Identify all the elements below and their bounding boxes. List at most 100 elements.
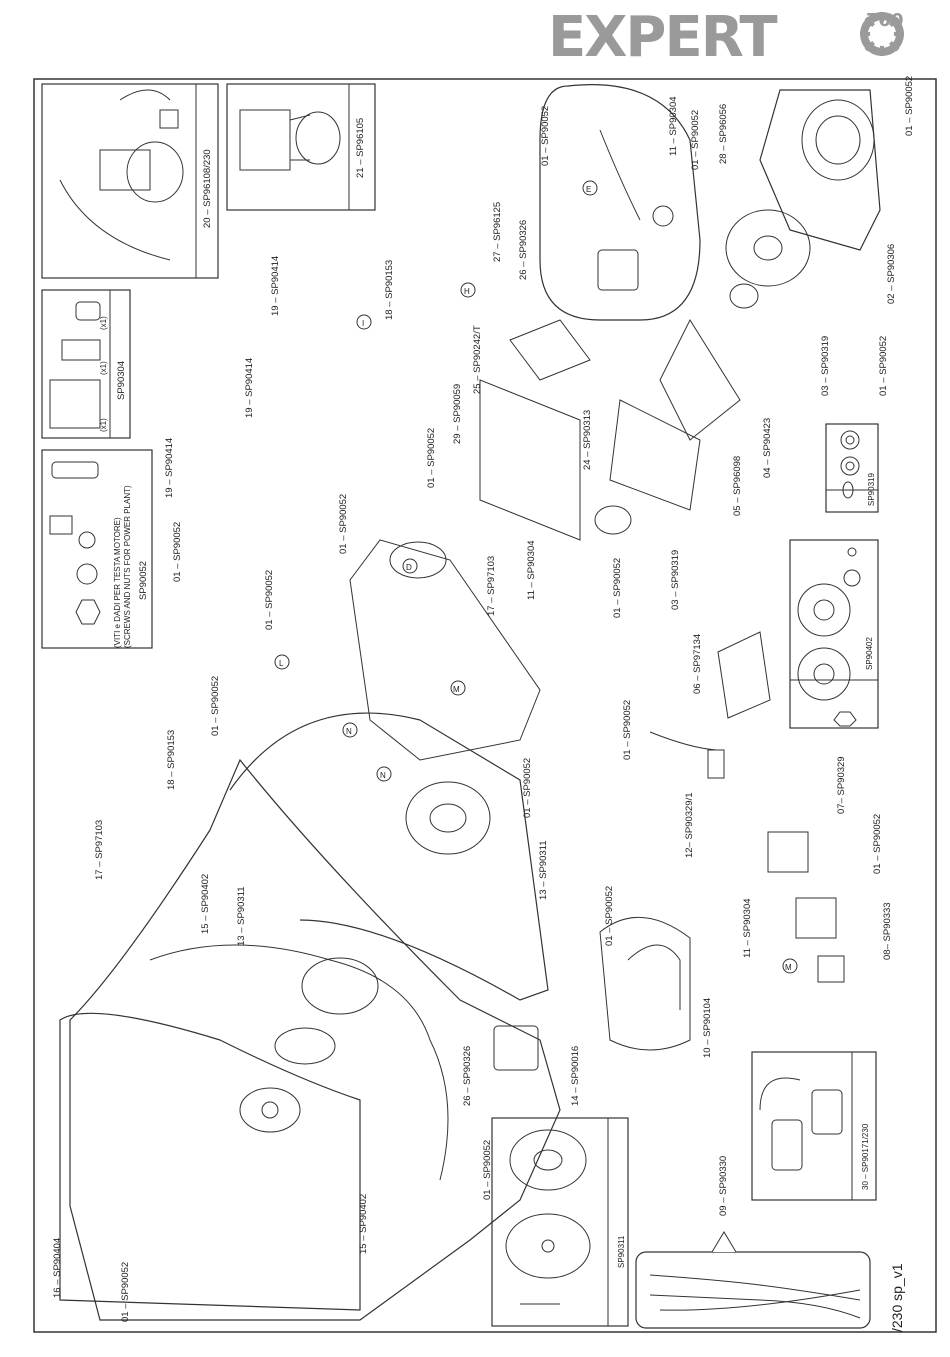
part-label-11: 11 – SP90304	[668, 96, 679, 156]
part-label-15: 15 – SP90402	[358, 1194, 369, 1254]
pulley-plate-illustrations	[505, 1129, 591, 1305]
part-label-26: 26 – SP90326	[462, 1046, 473, 1106]
part-label-01: 01 – SP90052	[426, 428, 437, 488]
svg-text:E: E	[586, 185, 591, 194]
box-note-english: (SCREWS AND NUTS FOR POWER PLANT)	[123, 485, 132, 648]
part-label-01: 01 – SP90052	[878, 336, 889, 396]
part-label-29: 29 – SP90059	[452, 384, 463, 444]
svg-text:N: N	[346, 727, 352, 736]
motor-assembly-illustration	[59, 89, 184, 261]
part-label-21: 21 – SP96105	[355, 118, 366, 178]
part-label-20: 20 – SP96108/230	[202, 149, 213, 228]
part-label-01: 01 – SP90052	[264, 570, 275, 630]
svg-text:M: M	[453, 685, 460, 694]
part-label-18: 18 – SP90153	[166, 730, 177, 790]
marker-N: N	[342, 722, 358, 738]
part-label-19: 19 – SP90414	[244, 358, 255, 418]
part-label-25: 25 – SP90242/T	[472, 325, 483, 394]
part-label-19: 19 – SP90414	[270, 256, 281, 316]
box-code-sp90402: SP90402	[865, 637, 874, 670]
part-label-30: 30 – SP90171/230	[861, 1123, 870, 1190]
svg-text:L: L	[279, 659, 284, 668]
part-label-01: 01 – SP90052	[172, 522, 183, 582]
switch-illustration	[597, 129, 674, 291]
callout-box-20: 20 – SP96108/230	[41, 83, 219, 279]
blade-illustration	[149, 944, 449, 1181]
part-label-01: 01 – SP90052	[482, 1140, 493, 1200]
wire-harness-illustration	[649, 1274, 861, 1319]
part-label-12: 12– SP90329/1	[684, 792, 695, 858]
model-number: 700	[866, 10, 904, 31]
marker-D: D	[402, 558, 418, 574]
part-label-16: 16 – SP90404	[52, 1238, 63, 1298]
box-note-italian: (VITI e DADI PER TESTA MOTORE)	[113, 517, 122, 648]
svg-text:M: M	[785, 963, 792, 972]
box-code-sp90052: SP90052	[138, 561, 149, 600]
callout-box-sp90304: SP90304 (x1) (x1) (x1)	[41, 289, 131, 439]
marker-L: L	[274, 654, 290, 670]
part-label-01: 01 – SP90052	[604, 886, 615, 946]
qty-label: (x1)	[99, 418, 108, 432]
qty-label: (x1)	[99, 361, 108, 375]
harness-callout	[635, 1231, 871, 1329]
callout-box-30: 30 – SP90171/230	[751, 1051, 877, 1201]
part-label-26: 26 – SP90326	[518, 220, 529, 280]
part-label-04: 04 – SP90423	[762, 418, 773, 478]
svg-text:N: N	[380, 771, 386, 780]
box-code-sp90319: SP90319	[867, 473, 876, 506]
part-label-22: 18 – SP90153	[384, 260, 395, 320]
switch-callout	[539, 84, 701, 321]
svg-text:H: H	[464, 287, 470, 296]
bearing-illustrations	[840, 430, 860, 499]
marker-I: I	[356, 314, 372, 330]
marker-N: N	[376, 766, 392, 782]
part-label-01: 01 – SP90052	[622, 700, 633, 760]
part-label-27: 27 – SP96125	[492, 202, 503, 262]
marker-M: M	[450, 680, 466, 696]
fan-housing-callout	[759, 89, 881, 251]
part-label-11: 11 – SP90304	[526, 540, 537, 600]
part-label-14: 14 – SP90016	[570, 1046, 581, 1106]
part-label-19: 19 – SP90414	[164, 438, 175, 498]
part-label-01: 01 – SP90052	[690, 110, 701, 170]
callout-box-sp90311: SP90311	[491, 1117, 629, 1327]
document-code: /230 sp_v1	[889, 1263, 905, 1332]
part-label-10: 10 – SP90104	[702, 998, 713, 1058]
flange-illustrations	[797, 547, 861, 727]
part-label-01: 01 – SP90052	[210, 676, 221, 736]
brand-name: EXPERT	[548, 5, 777, 70]
marker-M: M	[782, 958, 798, 974]
part-label-01: 01 – SP90052	[540, 106, 551, 166]
motor-stack-illustration	[594, 209, 811, 535]
small-parts-illustrations	[493, 631, 845, 1071]
part-label-09: 09 – SP90330	[718, 1156, 729, 1216]
gear-icon	[860, 12, 904, 56]
part-label-03: 03 – SP90319	[670, 550, 681, 610]
page-frame	[33, 78, 937, 1333]
part-label-28: 28 – SP96056	[718, 104, 729, 164]
box-code-sp90304: SP90304	[116, 361, 127, 400]
callout-box-screws: SP90052 (VITI e DADI PER TESTA MOTORE) (…	[41, 449, 153, 649]
callout-box-sp90319: SP90319	[825, 423, 879, 513]
cutting-head-illustration	[349, 319, 591, 855]
part-label-06: 06 – SP97134	[692, 634, 703, 694]
part-label-01: 01 – SP90052	[872, 814, 883, 874]
callout-box-sp90402: SP90402	[789, 539, 879, 729]
screw-nut-illustrations	[49, 461, 101, 625]
motor-unit-illustration	[239, 109, 341, 171]
part-label-15: 15 – SP90402	[200, 874, 211, 934]
callout-box-21: 21 – SP96105	[226, 83, 376, 211]
power-plug-illustration	[759, 1077, 843, 1171]
part-label-01: 01 – SP90052	[904, 76, 915, 136]
part-label-03: 03 – SP90319	[820, 336, 831, 396]
part-label-08: 08– SP90333	[882, 902, 893, 960]
marker-H: H	[460, 282, 476, 298]
part-label-05: 05 – SP96098	[732, 456, 743, 516]
qty-label: (x1)	[99, 316, 108, 330]
svg-text:D: D	[406, 563, 412, 572]
part-label-07: 07– SP90329	[836, 756, 847, 814]
part-label-23: 17 – SP97103	[486, 556, 497, 616]
part-label-24: 24 – SP90313	[582, 410, 593, 470]
brand-logo: EXPERT 700	[548, 5, 904, 70]
